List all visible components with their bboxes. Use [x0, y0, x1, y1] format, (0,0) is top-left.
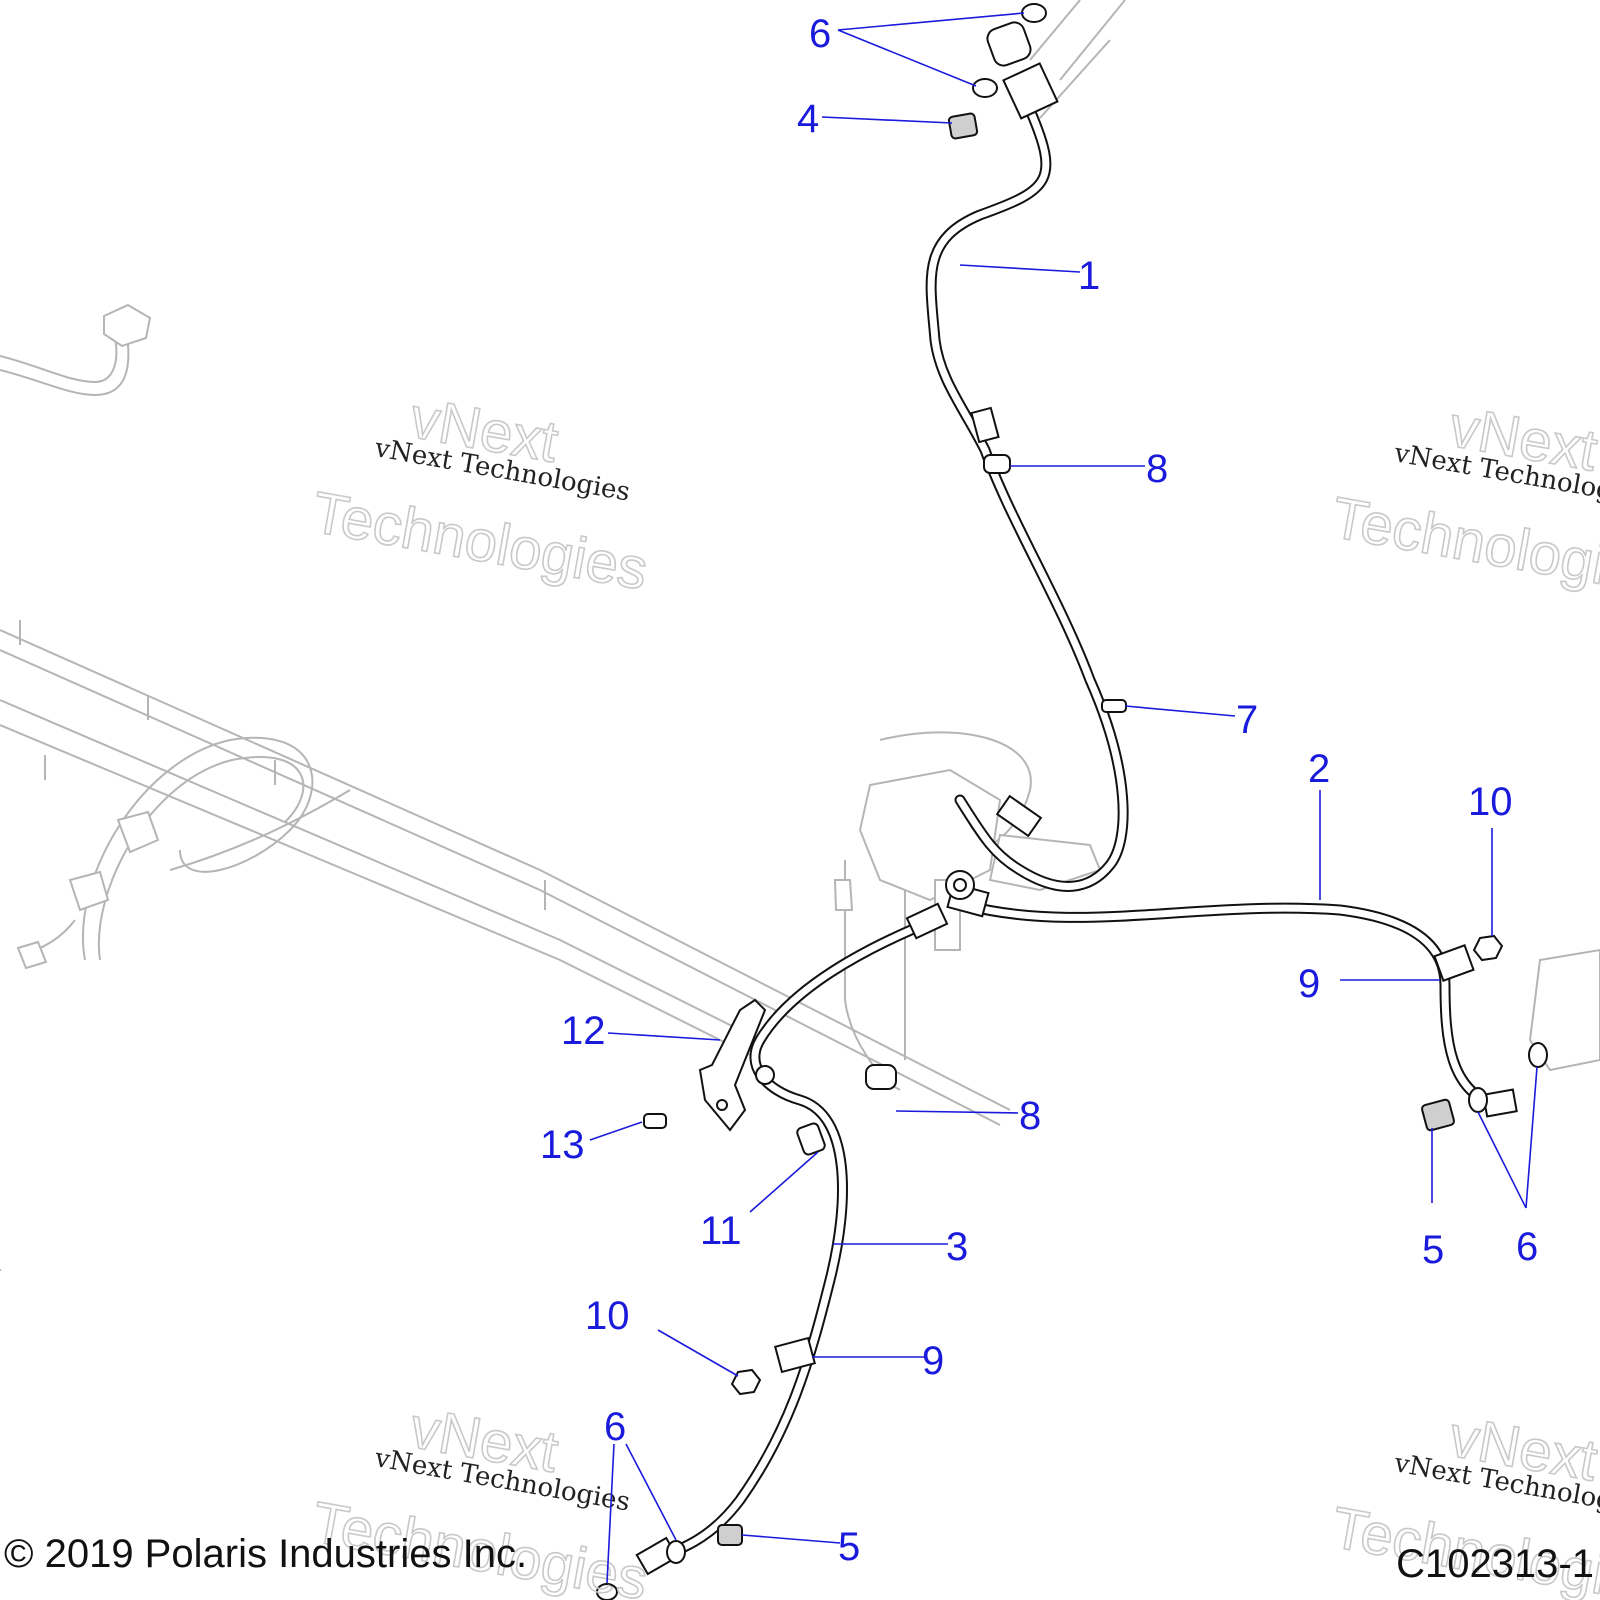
callout-10-lower: 10: [585, 1294, 630, 1338]
washer-6-right-b: [1528, 1042, 1548, 1068]
bracket-9-lower: [773, 1336, 817, 1374]
callout-labels: 6 4 1 8 7 2 10 9 12 8 13 11 3 5 6 10 9 6…: [540, 12, 1538, 1569]
callout-8-top: 8: [1146, 447, 1168, 491]
callout-7: 7: [1236, 698, 1258, 742]
diagram-code: C102313-1: [1396, 1542, 1594, 1586]
callout-2: 2: [1308, 747, 1330, 791]
callout-4: 4: [797, 97, 819, 141]
brake-line-3: [635, 902, 949, 1576]
callout-6-right: 6: [1516, 1225, 1538, 1269]
nut-10-lower: [730, 1368, 762, 1396]
callout-11: 11: [700, 1209, 742, 1253]
washer-6-top-a: [1021, 3, 1047, 23]
bolt-5-lower: [717, 1524, 743, 1546]
callout-6-top: 6: [809, 12, 831, 56]
brake-line-1: [925, 21, 1129, 892]
washer-6-lower-a: [596, 1583, 618, 1600]
clip-8-lower: [865, 1064, 897, 1090]
washer-6-right-a: [1468, 1087, 1488, 1113]
bolt-5-right: [1421, 1098, 1455, 1132]
callout-6-lower: 6: [604, 1405, 626, 1449]
callout-13: 13: [540, 1123, 585, 1167]
clamp-7: [1101, 699, 1127, 713]
small-parts: [596, 3, 1548, 1600]
bracket-12: [698, 998, 767, 1132]
callout-9-lower: 9: [922, 1339, 944, 1383]
clip-8-top: [983, 454, 1011, 474]
svg-text:Technologies: Technologies: [1327, 485, 1600, 608]
screw-13: [643, 1113, 667, 1129]
callout-1: 1: [1078, 254, 1100, 298]
bolt-11: [796, 1122, 826, 1156]
nut-10-right: [1472, 934, 1504, 962]
washer-6-top-b: [972, 78, 998, 98]
callout-8-lower: 8: [1019, 1094, 1041, 1138]
callout-10-right: 10: [1468, 780, 1513, 824]
brake-line-2: [946, 882, 1518, 1118]
ghosted-frame-lines: [0, 0, 1600, 1271]
callout-9-right: 9: [1298, 962, 1320, 1006]
t-fitting: [945, 870, 975, 900]
callout-3: 3: [946, 1225, 968, 1269]
copyright-text: © 2019 Polaris Industries Inc.: [4, 1532, 527, 1576]
bolt-4: [947, 112, 979, 140]
bracket-9-right: [1433, 944, 1475, 982]
callout-12: 12: [561, 1009, 606, 1053]
watermark-top-left: vNext Technologies vNext Technologies: [307, 384, 653, 603]
washer-6-lower-b: [666, 1540, 686, 1564]
leader-lines: [589, 12, 1538, 1584]
watermark-top-right: vNext Technologies vNext Technologies: [1326, 393, 1600, 608]
callout-5-right: 5: [1422, 1228, 1444, 1272]
callout-5-lower: 5: [838, 1525, 860, 1569]
